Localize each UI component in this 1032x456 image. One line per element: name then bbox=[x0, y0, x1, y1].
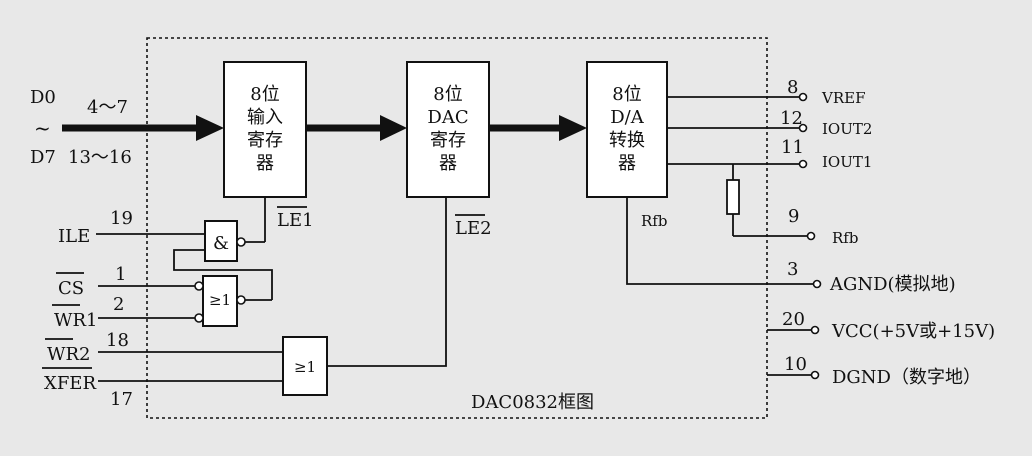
pin-num-wr1: 2 bbox=[113, 294, 124, 315]
or-gate-2: ≥1 bbox=[282, 336, 328, 396]
d0-label: D0 bbox=[30, 87, 56, 108]
or2-symbol: ≥1 bbox=[294, 358, 316, 376]
feedback-resistor bbox=[726, 179, 740, 215]
or1-input-bubble-b bbox=[194, 313, 204, 323]
dac-register-block: 8位 DAC 寄存 器 bbox=[406, 61, 490, 198]
pin-num-dgnd: 10 bbox=[784, 354, 807, 375]
dac-register-line3: 寄存 bbox=[430, 130, 466, 151]
pin-name-agnd: AGND(模拟地) bbox=[829, 274, 956, 295]
pin-num-iout2: 12 bbox=[780, 108, 803, 129]
diagram-title: DAC0832框图 bbox=[471, 392, 594, 413]
pin-num-vref: 8 bbox=[787, 77, 798, 98]
pins-bottom-label: 13～16 bbox=[68, 147, 132, 168]
or1-output-bubble bbox=[236, 295, 246, 305]
pin-vref-terminal bbox=[798, 92, 808, 102]
pin-name-rfb: Rfb bbox=[832, 229, 858, 247]
pin-dgnd-terminal bbox=[810, 370, 820, 380]
input-register-line2: 输入 bbox=[247, 107, 283, 128]
rfb-internal-label: Rfb bbox=[641, 212, 667, 230]
pin-num-rfb: 9 bbox=[788, 206, 799, 227]
converter-line3: 转换 bbox=[609, 130, 645, 151]
or-gate-1: ≥1 bbox=[194, 275, 246, 327]
da-converter-block: 8位 D/A 转换 器 bbox=[586, 61, 668, 198]
pin-name-wr1: WR1 bbox=[54, 310, 98, 331]
pin-name-vcc: VCC(+5V或+15V) bbox=[831, 321, 995, 342]
pin-name-wr2: WR2 bbox=[47, 344, 91, 365]
control-wires bbox=[96, 197, 447, 382]
pin-rfb-terminal bbox=[806, 231, 816, 241]
pin-num-cs: 1 bbox=[115, 264, 126, 285]
tilde-label: ~ bbox=[34, 116, 51, 140]
and-gate: & bbox=[204, 220, 246, 262]
converter-line1: 8位 bbox=[612, 84, 641, 105]
or1-input-bubble-a bbox=[194, 281, 204, 291]
pin-iout2-terminal bbox=[798, 123, 808, 133]
input-register-block: 8位 输入 寄存 器 bbox=[223, 61, 307, 198]
data-bus-arrows bbox=[62, 115, 587, 141]
pin-name-cs: CS bbox=[58, 278, 84, 299]
pin-vcc-terminal bbox=[810, 325, 820, 335]
input-register-line1: 8位 bbox=[250, 84, 279, 105]
dac-register-line2: DAC bbox=[427, 107, 468, 128]
input-register-line3: 寄存 bbox=[247, 130, 283, 151]
d7-label: D7 bbox=[30, 147, 56, 168]
pin-name-iout2: IOUT2 bbox=[822, 120, 872, 138]
dac-register-line4: 器 bbox=[439, 153, 457, 174]
and-symbol: & bbox=[213, 233, 229, 254]
le1-label: LE1 bbox=[277, 210, 314, 231]
pins-top-label: 4～7 bbox=[87, 97, 128, 118]
pin-name-dgnd: DGND（数字地） bbox=[832, 367, 981, 388]
converter-line2: D/A bbox=[610, 107, 644, 128]
dac-register-line1: 8位 bbox=[433, 84, 462, 105]
pin-num-agnd: 3 bbox=[787, 259, 798, 280]
converter-output-wires bbox=[626, 96, 815, 285]
converter-line4: 器 bbox=[618, 153, 636, 174]
pin-agnd-terminal bbox=[812, 279, 822, 289]
and-output-bubble bbox=[236, 237, 246, 247]
pin-name-iout1: IOUT1 bbox=[822, 153, 872, 171]
pin-name-ile: ILE bbox=[58, 226, 90, 247]
pin-num-iout1: 11 bbox=[781, 137, 804, 158]
pin-name-vref: VREF bbox=[821, 89, 865, 107]
pin-name-xfer: XFER bbox=[44, 373, 96, 394]
pin-iout1-terminal bbox=[798, 159, 808, 169]
pin-num-ile: 19 bbox=[110, 208, 133, 229]
pin-num-vcc: 20 bbox=[782, 309, 805, 330]
chip-outline bbox=[146, 37, 768, 419]
pin-num-wr2: 18 bbox=[106, 330, 129, 351]
input-register-line4: 器 bbox=[256, 153, 274, 174]
pin-num-xfer: 17 bbox=[110, 389, 133, 410]
le2-label: LE2 bbox=[455, 218, 492, 239]
or1-symbol: ≥1 bbox=[209, 291, 231, 309]
